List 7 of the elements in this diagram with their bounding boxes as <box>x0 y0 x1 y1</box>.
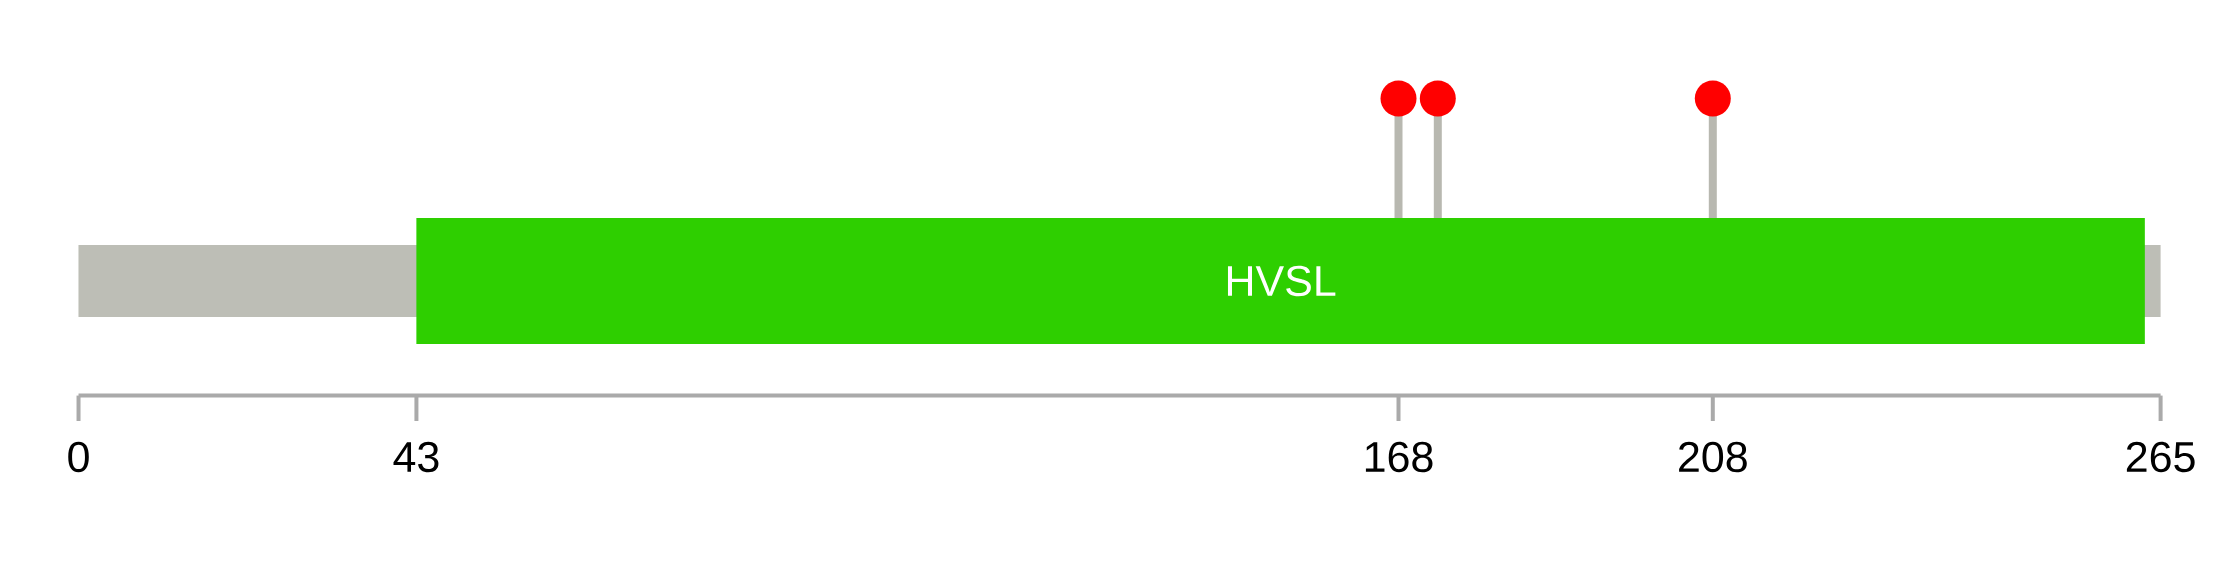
protein-backbone <box>78 245 419 317</box>
tick-label: 265 <box>2126 441 2195 473</box>
tick-label: 208 <box>1679 441 1747 473</box>
tick-label: 0 <box>68 441 89 473</box>
tick-label: 168 <box>1365 441 1433 473</box>
tick-label: 43 <box>393 441 439 473</box>
domain-box: HVSL <box>416 218 2145 344</box>
